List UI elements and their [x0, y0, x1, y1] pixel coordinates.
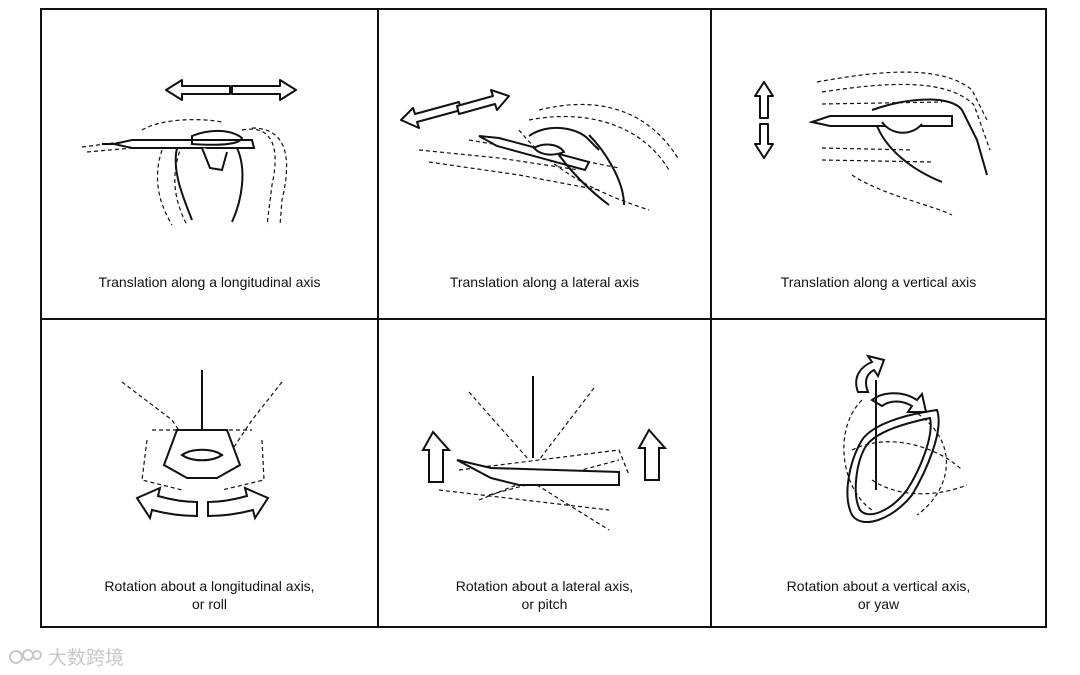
pencil — [812, 116, 952, 126]
panel-vertical-translation: Translation along a vertical axis — [712, 10, 1045, 320]
watermark: 大数跨境 — [8, 643, 124, 670]
yaw-arrow — [856, 356, 884, 392]
caption-pitch-line1: Rotation about a lateral axis, — [379, 577, 710, 595]
pitch-up-arrow — [639, 430, 665, 480]
longitudinal-translation-illustration — [42, 10, 377, 318]
panel-longitudinal-translation: Translation along a longitudinal axis — [42, 10, 379, 320]
pitch-down-arrow — [423, 432, 449, 482]
vertical-translation-illustration — [712, 10, 1045, 318]
caption-yaw-line1: Rotation about a vertical axis, — [712, 577, 1045, 595]
pencil-side-view — [457, 460, 619, 485]
caption-longitudinal-translation: Translation along a longitudinal axis — [42, 273, 377, 291]
yaw-arrow-tail — [872, 393, 926, 412]
caption-pitch: Rotation about a lateral axis, or pitch — [379, 577, 710, 613]
up-arrow — [755, 82, 773, 118]
forward-arrow — [457, 90, 509, 114]
caption-roll: Rotation about a longitudinal axis, or r… — [42, 577, 377, 613]
caption-pitch-line2: or pitch — [379, 595, 710, 613]
caption-roll-line2: or roll — [42, 595, 377, 613]
caption-vertical-translation: Translation along a vertical axis — [712, 273, 1045, 291]
watermark-logo-icon — [8, 646, 42, 668]
back-arrow — [401, 102, 461, 128]
right-arrow — [232, 80, 296, 100]
diagram-frame: Translation along a longitudinal axis — [40, 8, 1047, 628]
roll-right-arrow — [208, 488, 268, 518]
yaw-loop-inner — [856, 418, 931, 514]
panel-lateral-translation: Translation along a lateral axis — [379, 10, 712, 320]
caption-yaw: Rotation about a vertical axis, or yaw — [712, 577, 1045, 613]
caption-roll-line1: Rotation about a longitudinal axis, — [42, 577, 377, 595]
watermark-text: 大数跨境 — [48, 643, 124, 670]
panel-roll: Rotation about a longitudinal axis, or r… — [42, 320, 379, 626]
panel-pitch: Rotation about a lateral axis, or pitch — [379, 320, 712, 626]
caption-lateral-translation: Translation along a lateral axis — [379, 273, 710, 291]
down-arrow — [755, 124, 773, 158]
panel-grid: Translation along a longitudinal axis — [42, 10, 1045, 626]
roll-left-arrow — [137, 488, 197, 518]
hand — [872, 100, 987, 183]
panel-yaw: Rotation about a vertical axis, or yaw — [712, 320, 1045, 626]
pencil — [479, 136, 589, 170]
left-arrow — [166, 80, 230, 100]
caption-yaw-line2: or yaw — [712, 595, 1045, 613]
lateral-translation-illustration — [379, 10, 710, 318]
